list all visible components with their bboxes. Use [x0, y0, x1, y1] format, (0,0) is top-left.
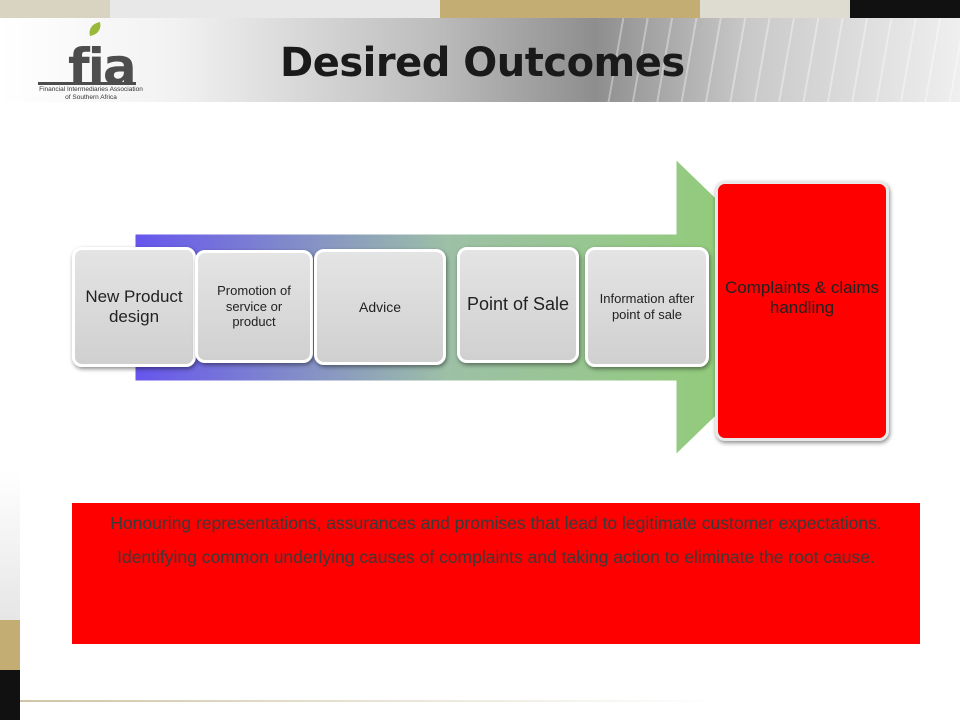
step-new-product-design: New Product design [72, 247, 196, 367]
left-accent-bar [0, 470, 20, 720]
logo-underline [38, 82, 136, 85]
fia-logo: fia Financial Intermediaries Association… [28, 21, 148, 104]
step-complaints-claims: Complaints & claims handling [715, 181, 889, 441]
bottom-rule [20, 700, 720, 702]
header-band [0, 18, 960, 102]
step-point-of-sale: Point of Sale [457, 247, 579, 363]
top-color-strip [0, 0, 960, 18]
logo-subtitle: Financial Intermediaries Association of … [39, 86, 143, 101]
header-decoration [600, 18, 960, 102]
outcomes-callout: Honouring representations, assurances an… [72, 503, 920, 644]
step-advice: Advice [314, 249, 446, 365]
outcome-2: Identifying common underlying causes of … [117, 547, 875, 567]
step-information-after-sale: Information after point of sale [585, 247, 709, 367]
page-title: Desired Outcomes [280, 40, 685, 86]
step-promotion: Promotion of service or product [195, 250, 313, 363]
outcome-1: Honouring representations, assurances an… [110, 513, 882, 533]
